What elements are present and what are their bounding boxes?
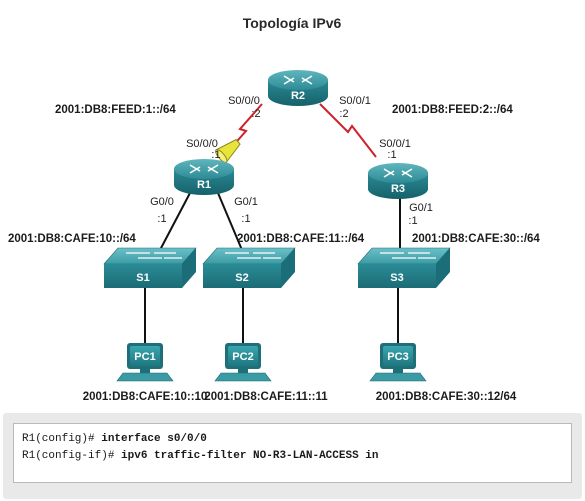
pc2-address: 2001:DB8:CAFE:11::11 bbox=[204, 391, 328, 403]
r3-g01-label: G0/1 bbox=[409, 202, 433, 214]
network-cafe10-label: 2001:DB8:CAFE:10::/64 bbox=[8, 233, 136, 245]
switch-s2-label: S2 bbox=[235, 272, 248, 284]
switch-s1-label: S1 bbox=[136, 272, 149, 284]
r1-s000-label: S0/0/0 bbox=[186, 138, 218, 150]
network-cafe30-label: 2001:DB8:CAFE:30::/64 bbox=[412, 233, 540, 245]
router-r1[interactable]: R1 bbox=[174, 159, 234, 195]
switch-arrows-icon bbox=[225, 252, 281, 259]
switch-s1[interactable]: S1 bbox=[103, 247, 197, 288]
switch-s2[interactable]: S2 bbox=[202, 247, 296, 288]
switch-s3[interactable]: S3 bbox=[357, 247, 451, 288]
cli-panel: R1(config)# interface s0/0/0 R1(config-i… bbox=[3, 413, 582, 499]
r2-s001-label: S0/0/1 bbox=[339, 95, 371, 107]
pc3-address: 2001:DB8:CAFE:30::12/64 bbox=[376, 391, 517, 403]
diagram-title: Topología IPv6 bbox=[243, 15, 342, 31]
r1-g00-label: G0/0 bbox=[150, 196, 174, 208]
r1-g00-host: :1 bbox=[157, 213, 166, 225]
ethernet-link-r1-s2 bbox=[217, 192, 243, 251]
r3-s001-label: S0/0/1 bbox=[379, 138, 411, 150]
router-r2-label: R2 bbox=[291, 90, 305, 102]
r1-s000-host: :1 bbox=[211, 149, 220, 161]
cli-line-2: R1(config-if)# ipv6 traffic-filter NO-R3… bbox=[22, 448, 563, 465]
pc1-address: 2001:DB8:CAFE:10::10 bbox=[83, 391, 208, 403]
cli-command: interface s0/0/0 bbox=[101, 433, 207, 445]
r3-g01-host: :1 bbox=[408, 215, 417, 227]
pc-pc3-label: PC3 bbox=[387, 351, 408, 363]
pc-pc1-label: PC1 bbox=[134, 351, 155, 363]
r1-g01-host: :1 bbox=[241, 213, 250, 225]
cli-prompt: R1(config)# bbox=[22, 433, 102, 445]
interface-labels: S0/0/0 :2 S0/0/1 :2 S0/0/0 :1 S0/0/1 :1 … bbox=[150, 95, 433, 227]
router-r3[interactable]: R3 bbox=[368, 163, 428, 199]
pc-pc1[interactable]: PC1 bbox=[116, 343, 174, 382]
switch-arrows-icon bbox=[126, 252, 182, 259]
network-cafe11-label: 2001:DB8:CAFE:11::/64 bbox=[237, 233, 365, 245]
router-r2[interactable]: R2 bbox=[268, 70, 328, 106]
pc-pc2[interactable]: PC2 bbox=[214, 343, 272, 382]
network-feed1-label: 2001:DB8:FEED:1::/64 bbox=[55, 104, 176, 116]
cli-output: R1(config)# interface s0/0/0 R1(config-i… bbox=[13, 423, 572, 483]
router-arrows-icon bbox=[283, 75, 313, 85]
pc-pc3[interactable]: PC3 bbox=[369, 343, 427, 382]
r2-s000-host: :2 bbox=[251, 108, 260, 120]
serial-link-r2-r3 bbox=[319, 103, 377, 158]
cli-prompt: R1(config-if)# bbox=[22, 450, 122, 462]
router-arrows-icon bbox=[189, 164, 219, 174]
cli-command: ipv6 traffic-filter NO-R3-LAN-ACCESS in bbox=[121, 450, 379, 462]
links bbox=[144, 103, 401, 343]
router-arrows-icon bbox=[383, 168, 413, 178]
network-feed2-label: 2001:DB8:FEED:2::/64 bbox=[392, 104, 513, 116]
switch-s3-label: S3 bbox=[390, 272, 403, 284]
host-address-labels: 2001:DB8:CAFE:10::10 2001:DB8:CAFE:11::1… bbox=[83, 391, 517, 403]
ethernet-link-r1-s1 bbox=[159, 192, 191, 251]
ipv6-topology-diagram: Topología IPv6 R2 R1 bbox=[8, 15, 540, 403]
r3-s001-host: :1 bbox=[387, 149, 396, 161]
router-r3-label: R3 bbox=[391, 183, 405, 195]
r2-s001-host: :2 bbox=[339, 108, 348, 120]
network-labels: 2001:DB8:FEED:1::/64 2001:DB8:FEED:2::/6… bbox=[8, 104, 540, 245]
pc-pc2-label: PC2 bbox=[232, 351, 253, 363]
r1-g01-label: G0/1 bbox=[234, 196, 258, 208]
switch-arrows-icon bbox=[380, 252, 436, 259]
r2-s000-label: S0/0/0 bbox=[228, 95, 260, 107]
router-r1-label: R1 bbox=[197, 179, 211, 191]
traffic-filter-icon bbox=[215, 138, 241, 163]
cli-line-1: R1(config)# interface s0/0/0 bbox=[22, 431, 563, 448]
